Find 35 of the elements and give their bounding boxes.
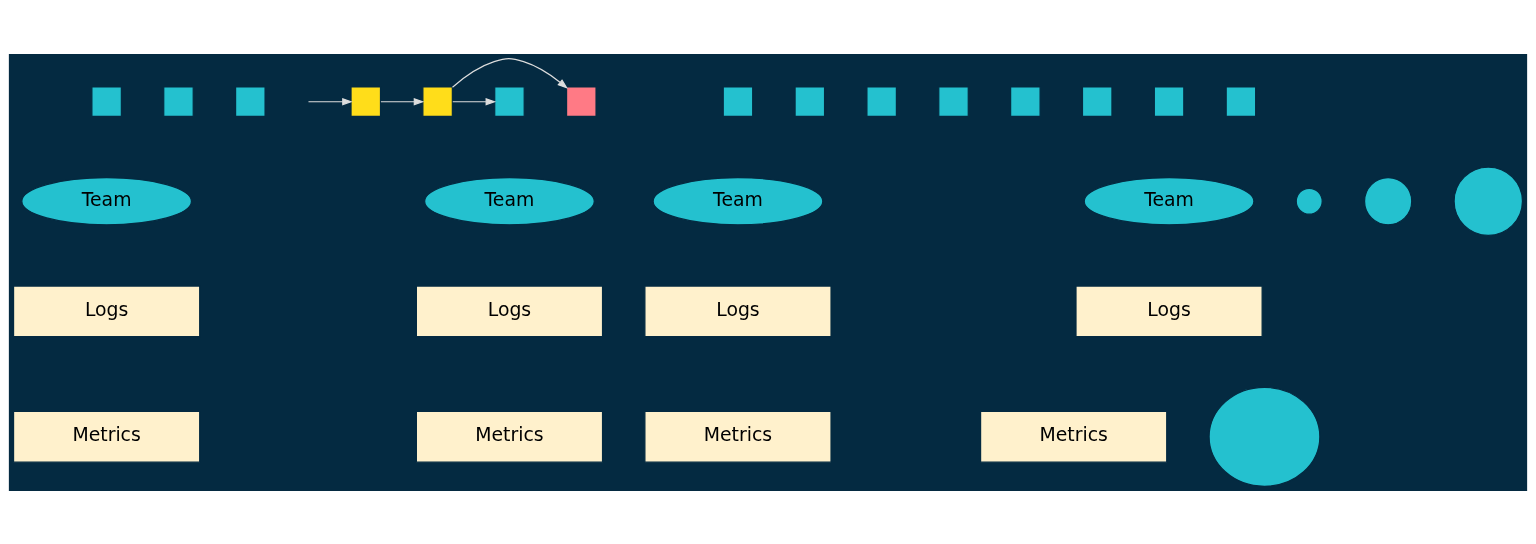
node-box xyxy=(1153,85,1185,117)
node-ellipse: Team xyxy=(652,176,824,225)
node-box: Logs xyxy=(1075,284,1263,337)
node-ellipse: Team xyxy=(21,176,192,225)
node-box xyxy=(1010,85,1041,117)
arrow xyxy=(451,57,568,89)
node-ellipse: Team xyxy=(424,176,595,225)
node-cloud xyxy=(1208,386,1321,487)
node-box: Logs xyxy=(415,284,604,337)
node-circle xyxy=(1453,166,1523,236)
node-box xyxy=(91,85,122,117)
node-box xyxy=(566,85,597,117)
node-box xyxy=(350,85,382,117)
node-box: Metrics xyxy=(13,410,201,463)
arrow xyxy=(307,97,353,105)
node-box xyxy=(163,85,194,117)
node-box: Logs xyxy=(644,284,832,337)
node-box: Logs xyxy=(13,284,201,337)
arrow xyxy=(452,97,497,105)
node-ellipse: Team xyxy=(1083,176,1255,225)
node-box: Metrics xyxy=(415,410,604,463)
node-box xyxy=(1225,85,1257,117)
arrow xyxy=(380,97,425,105)
node-box xyxy=(866,85,897,117)
node-circle xyxy=(1364,176,1413,225)
node-box xyxy=(722,85,754,117)
node-box: Metrics xyxy=(644,410,832,463)
node-circle xyxy=(1295,187,1323,215)
node-box xyxy=(794,85,826,117)
node-box xyxy=(938,85,969,117)
node-box xyxy=(422,85,453,117)
node-box xyxy=(1081,85,1113,117)
node-box xyxy=(494,85,525,117)
node-box: Metrics xyxy=(980,410,1168,463)
node-box xyxy=(235,85,266,117)
